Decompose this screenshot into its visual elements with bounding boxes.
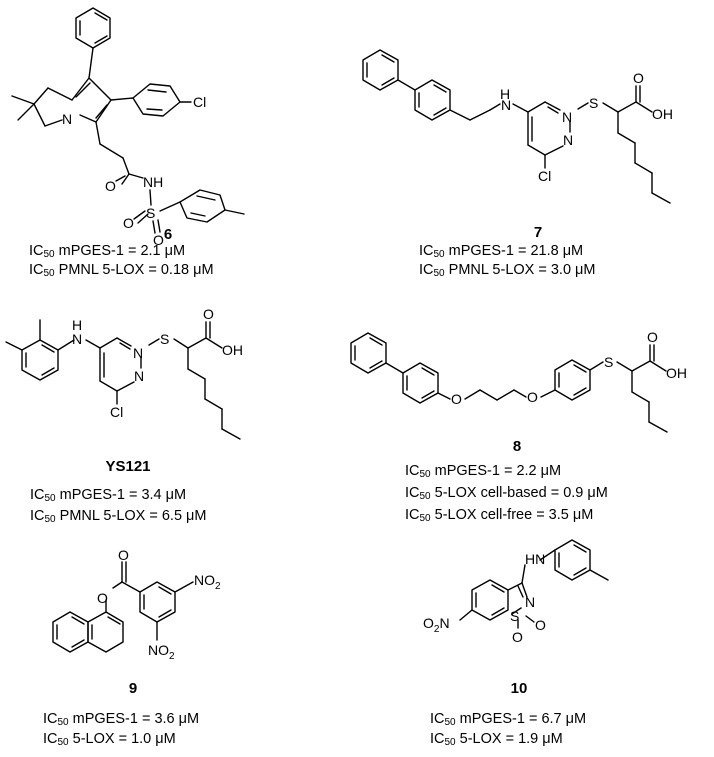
atom-o: O [97,590,108,606]
activity-line: IC50 PMNL 5-LOX = 6.5 μM [30,508,207,525]
atom-oh: OH [652,106,673,122]
atom-o: O [527,389,538,405]
activity-line: IC50 5-LOX = 1.0 μM [43,731,176,748]
atom-o: O [153,232,164,248]
atom-s: S [160,331,169,347]
activity-line: IC50 PMNL 5-LOX = 3.0 μM [419,262,596,279]
activity-line: IC50 mPGES-1 = 3.6 μM [43,711,200,728]
atom-cl: Cl [193,94,206,110]
atom-n: N [562,109,572,125]
atom-h: H [500,86,510,102]
compound-name: 8 [512,438,522,455]
atom-n: N [563,132,573,148]
atom-o: O [123,215,134,231]
atom-cl: Cl [538,168,551,184]
atom-o: O [105,178,116,194]
atom-hn: HN [525,551,545,567]
atom-n: N [525,594,535,610]
activity-line: IC50 mPGES-1 = 2.2 μM [405,463,562,480]
compound-name: 9 [128,680,138,697]
atom-o: O [633,70,644,86]
compound-name: YS121 [105,458,151,475]
atom-s: S [146,205,155,221]
structure-6: N Cl O NH S O O [11,7,245,248]
atom-n: N [62,111,72,127]
atom-cl: Cl [110,404,123,420]
structure-8: O O S O OH [350,329,687,433]
activity-line: IC50 mPGES-1 = 21.8 μM [419,243,584,260]
atom-n: N [134,368,144,384]
activity-line: IC50 5-LOX cell-based = 0.9 μM [405,485,608,502]
atom-o: O [535,617,546,633]
atom-o: O [647,329,658,345]
atom-no2: NO2 [148,642,175,662]
atom-o2n: O2N [423,615,450,635]
atom-oh: OH [666,365,687,381]
compound-name: 10 [510,680,528,697]
atom-oh: OH [222,342,243,358]
atom-o: O [451,391,462,407]
atom-s: S [510,608,519,624]
atom-o: O [512,629,523,645]
structure-9: O O NO2 NO2 [52,547,221,662]
structure-10: HN N S O O O2N [423,539,609,645]
compound-name: 7 [533,224,543,241]
atom-h: H [72,317,82,333]
atom-n: N [501,97,511,113]
activity-line: IC50 mPGES-1 = 2.1 μM [29,243,186,260]
atom-no2: NO2 [194,572,221,592]
atom-o: O [118,547,129,563]
activity-line: IC50 mPGES-1 = 3.4 μM [30,487,187,504]
structure-7: H N N N S O OH Cl [362,49,673,204]
activity-line: IC50 5-LOX cell-free = 3.5 μM [405,507,594,524]
activity-line: IC50 PMNL 5-LOX = 0.18 μM [29,262,214,279]
atom-s: S [604,354,613,370]
activity-line: IC50 5-LOX = 1.9 μM [430,731,563,748]
compound-name: 6 [163,226,173,243]
atom-n: N [72,331,82,347]
structure-ys121: H N N N S O OH Cl [5,306,243,440]
atom-n: N [133,345,143,361]
activity-line: IC50 mPGES-1 = 6.7 μM [430,711,587,728]
atom-o: O [203,306,214,322]
atom-s: S [589,95,598,111]
atom-nh: NH [143,174,163,190]
